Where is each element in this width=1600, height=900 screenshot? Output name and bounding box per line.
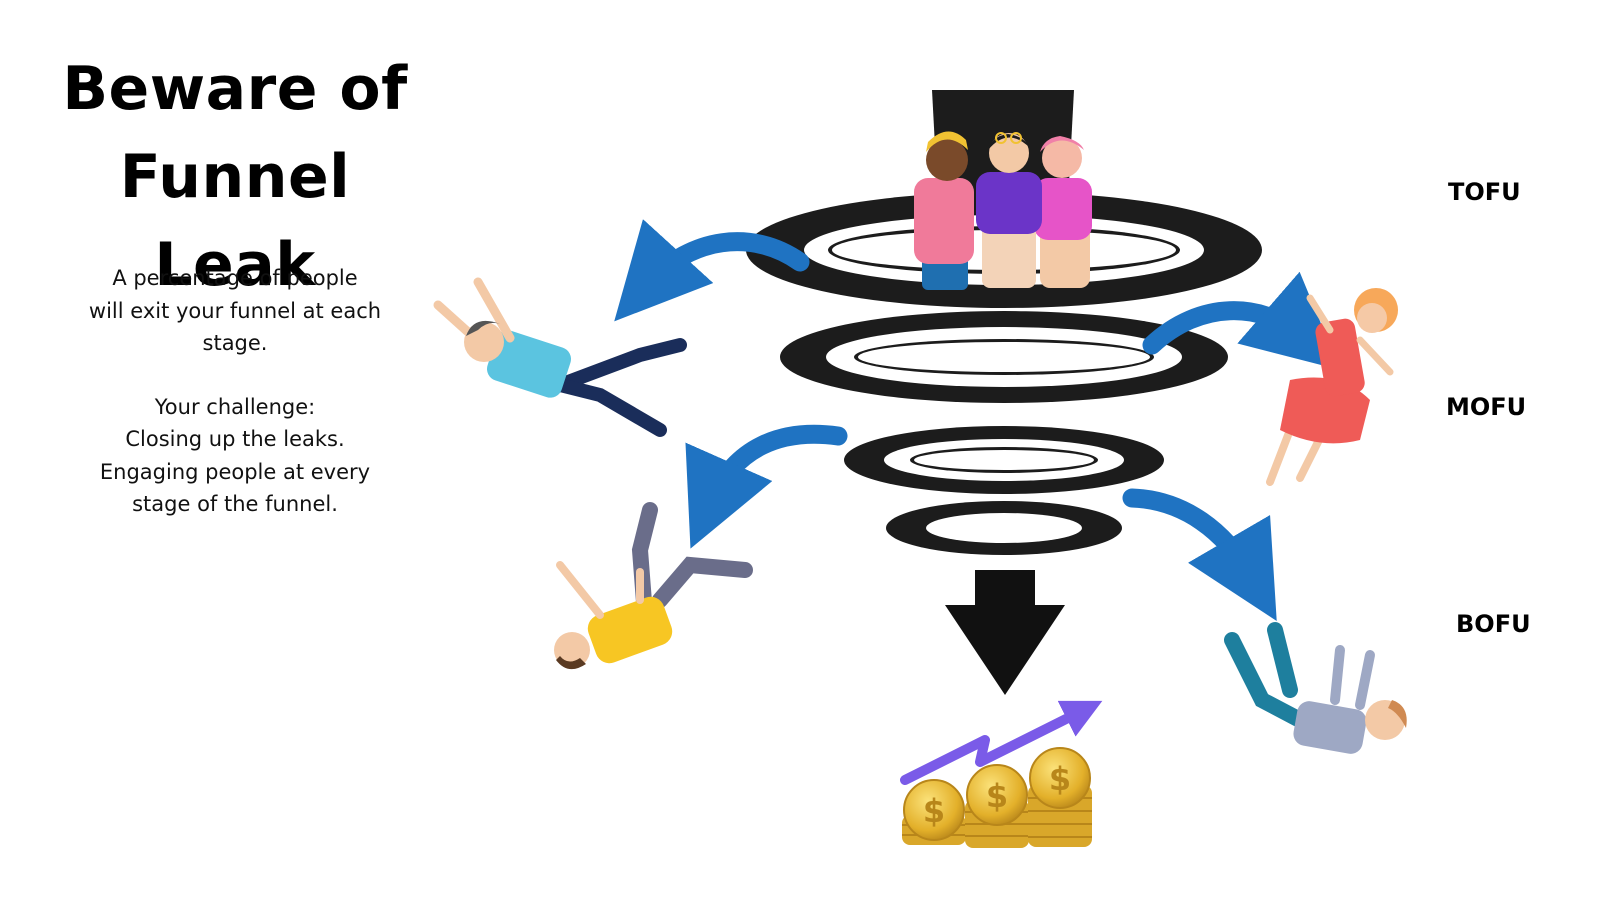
description-line: Engaging people at every: [99, 459, 371, 484]
page-title: Beware of Funnel Leak: [40, 45, 430, 309]
group-of-people-icon: [914, 131, 1092, 290]
dollar-icon: $: [986, 777, 1008, 815]
dollar-icon: $: [1049, 760, 1071, 798]
title-line-1: Beware of: [62, 54, 408, 124]
description-line: stage of the funnel.: [132, 492, 338, 516]
stage-label-mofu: MOFU: [1446, 393, 1527, 421]
description-line: stage.: [202, 331, 268, 355]
stage-label-tofu: TOFU: [1448, 178, 1521, 206]
down-arrow-icon: [945, 570, 1065, 695]
description-line: Closing up the leaks.: [125, 427, 345, 451]
dollar-icon: $: [923, 792, 945, 830]
description-line: Your challenge:: [154, 394, 316, 419]
falling-person-icon: [1224, 622, 1407, 754]
description-text: A percentage of people will exit your fu…: [60, 262, 410, 521]
falling-person-icon: [1266, 288, 1398, 486]
falling-person-icon: [433, 277, 687, 437]
description-line: A percentage of people: [112, 266, 358, 290]
coin-stack-icon: $ $ $: [902, 747, 1092, 848]
description-line: will exit your funnel at each: [88, 298, 382, 323]
growth-arrow-icon: [900, 700, 1103, 785]
falling-person-icon: [554, 502, 753, 670]
leak-arrow-icon: [614, 219, 1341, 621]
stage-label-bofu: BOFU: [1456, 610, 1531, 638]
title-line-2: Funnel Leak: [119, 142, 351, 300]
